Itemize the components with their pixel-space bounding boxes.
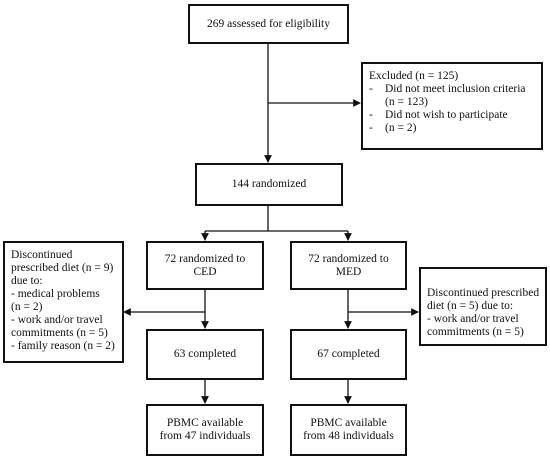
excluded-item: - Did not wish to participate bbox=[369, 109, 508, 121]
ced-discontinued-box: Discontinued prescribed diet (n = 9) due… bbox=[3, 241, 124, 363]
excluded-item: - (n = 2) bbox=[369, 122, 417, 134]
med-completed-box: 67 completed bbox=[290, 329, 407, 380]
ced-randomized-box: 72 randomized to CED bbox=[146, 241, 264, 290]
randomized-box: 144 randomized bbox=[195, 163, 343, 206]
med-randomized-box: 72 randomized to MED bbox=[290, 241, 407, 290]
excluded-box: Excluded (n = 125) - Did not meet inclus… bbox=[361, 62, 543, 150]
med-pbmc-box: PBMC available from 48 individuals bbox=[290, 404, 407, 456]
assessed-box: 269 assessed for eligibility bbox=[188, 4, 349, 44]
excluded-title: Excluded (n = 125) bbox=[369, 70, 459, 82]
assessed-label: 269 assessed for eligibility bbox=[207, 17, 330, 30]
ced-completed-box: 63 completed bbox=[146, 329, 264, 380]
med-discontinued-box: Discontinued prescribed diet (n = 5) due… bbox=[419, 267, 547, 346]
randomized-label: 144 randomized bbox=[231, 178, 307, 190]
excluded-item: (n = 123) bbox=[385, 96, 428, 108]
excluded-item: - Did not meet inclusion criteria bbox=[369, 83, 526, 95]
ced-pbmc-box: PBMC available from 47 individuals bbox=[146, 404, 264, 456]
